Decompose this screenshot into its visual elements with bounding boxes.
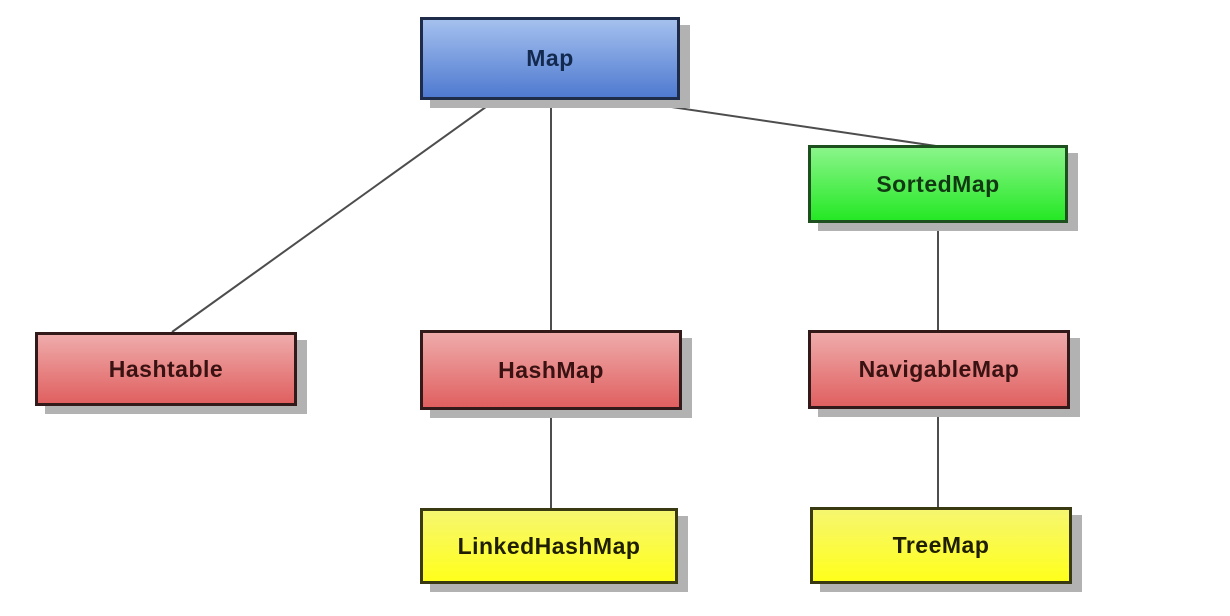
edge-map-sortedmap — [623, 99, 937, 147]
node-treemap-label: TreeMap — [892, 532, 990, 558]
node-linkedhashmap-label: LinkedHashMap — [457, 532, 641, 559]
node-sortedmap-label: SortedMap — [876, 170, 1000, 197]
node-map: Map — [420, 17, 680, 100]
node-navigablemap: NavigableMap — [808, 330, 1070, 409]
edge-map-hashtable — [171, 98, 498, 333]
node-treemap: TreeMap — [810, 507, 1072, 584]
node-linkedhashmap: LinkedHashMap — [420, 508, 678, 584]
node-sortedmap: SortedMap — [808, 145, 1068, 223]
node-hashmap: HashMap — [420, 330, 682, 410]
node-navigablemap-label: NavigableMap — [858, 356, 1020, 382]
node-hashmap-label: HashMap — [498, 356, 604, 383]
node-hashtable-label: Hashtable — [108, 355, 224, 382]
node-hashtable: Hashtable — [35, 332, 297, 406]
node-map-label: Map — [526, 45, 574, 71]
